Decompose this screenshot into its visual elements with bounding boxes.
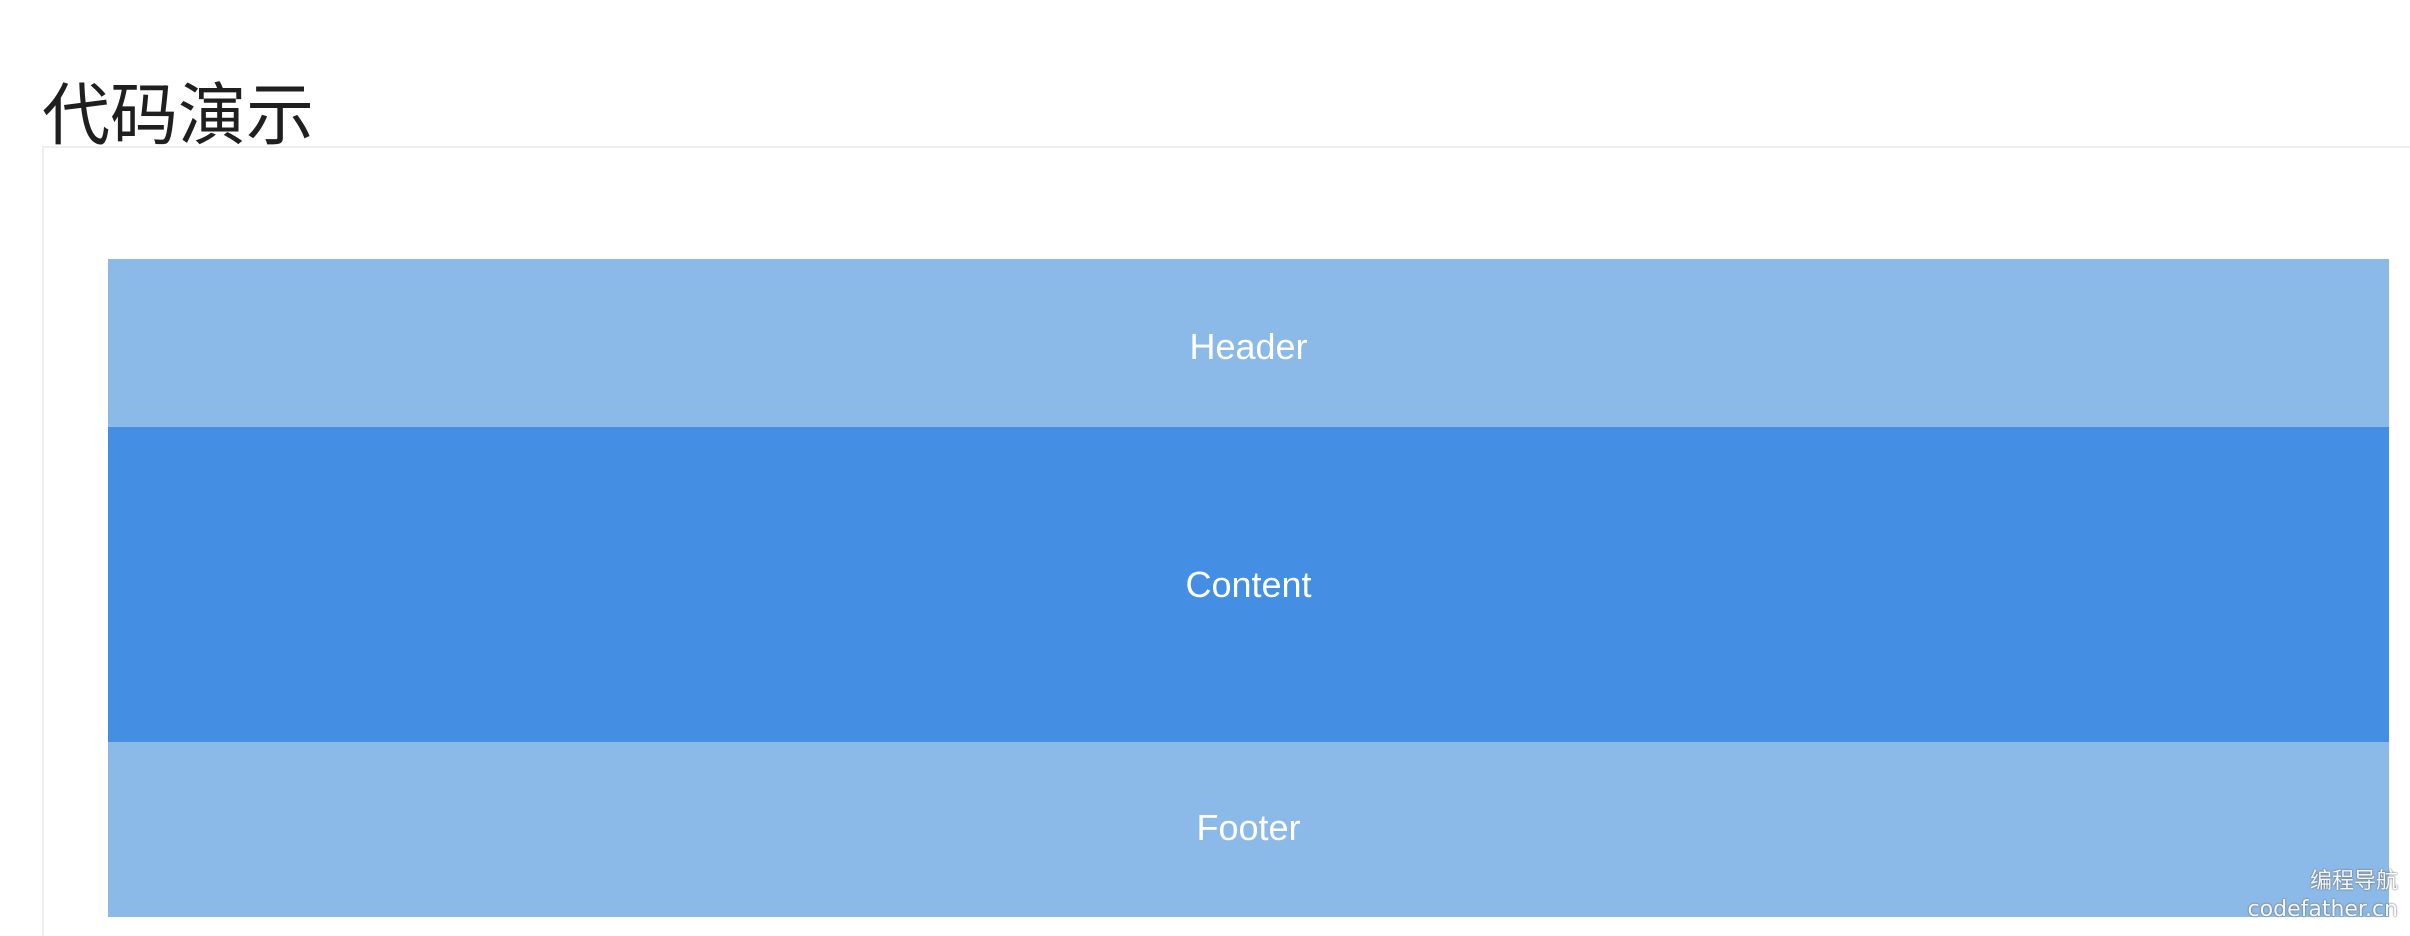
layout-footer: Footer	[108, 742, 2389, 917]
layout-content: Content	[108, 427, 2389, 742]
layout-footer-label: Footer	[1196, 806, 1301, 848]
watermark-line-1: 编程导航	[2309, 869, 2398, 894]
layout-demo: Header Content Footer	[108, 259, 2389, 917]
page-title: 代码演示	[42, 76, 315, 156]
layout-header-label: Header	[1189, 326, 1308, 367]
watermark: 编程导航 codefather.cn	[2248, 868, 2398, 924]
watermark-line-2: codefather.cn	[2247, 897, 2398, 922]
layout-header: Header	[108, 259, 2389, 427]
layout-content-label: Content	[1185, 563, 1312, 605]
